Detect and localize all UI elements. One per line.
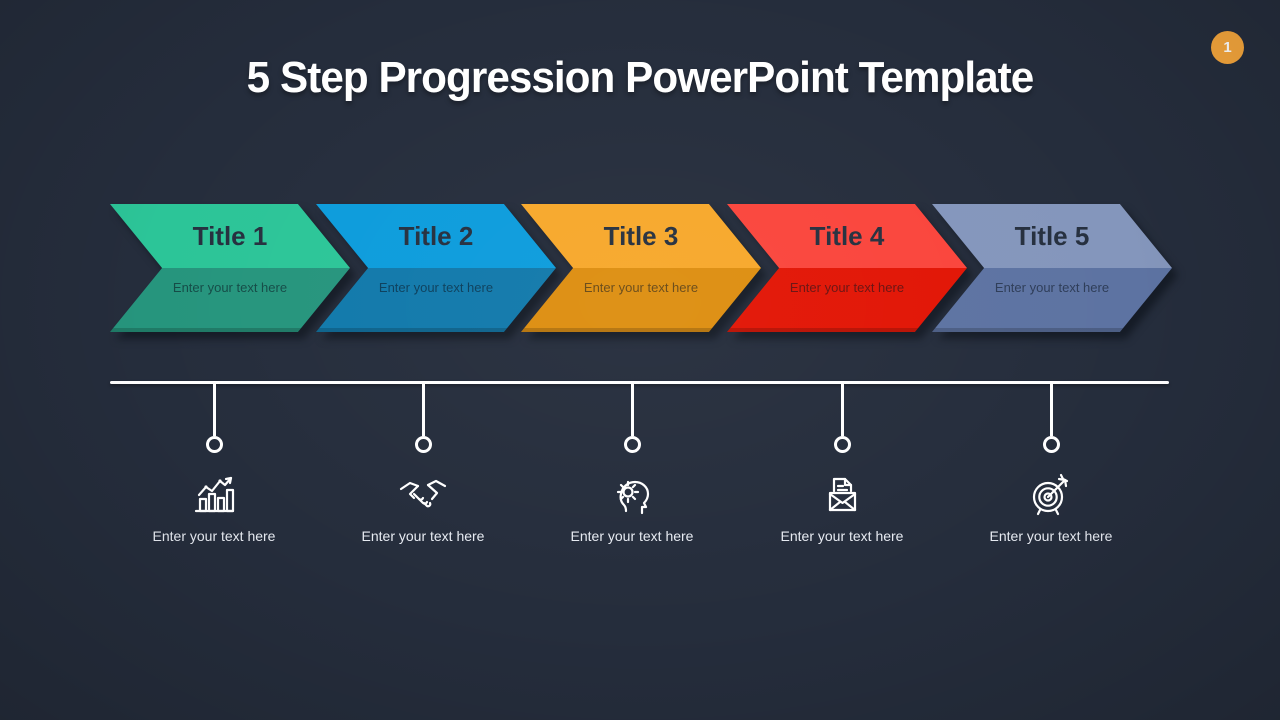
timeline-label[interactable]: Enter your text here bbox=[152, 528, 276, 544]
page-title[interactable]: 5 Step Progression PowerPoint Template bbox=[246, 53, 1035, 102]
step-arrow-2[interactable]: Title 2 Enter your text here bbox=[316, 204, 556, 332]
timeline-label[interactable]: Enter your text here bbox=[361, 528, 485, 544]
chevron-shape: Title 4 Enter your text here bbox=[727, 204, 967, 332]
timeline-drop-line bbox=[421, 383, 425, 436]
mind-gear-icon[interactable] bbox=[608, 469, 656, 517]
step-title: Title 4 bbox=[809, 221, 885, 251]
timeline-label[interactable]: Enter your text here bbox=[570, 528, 694, 544]
timeline-drop-line bbox=[1049, 383, 1053, 436]
step-title: Title 3 bbox=[603, 221, 679, 251]
step-placeholder-text: Enter your text here bbox=[172, 280, 288, 295]
step-arrow-5[interactable]: Title 5 Enter your text here bbox=[932, 204, 1172, 332]
step-placeholder-text: Enter your text here bbox=[378, 280, 494, 295]
timeline-ring bbox=[205, 436, 223, 453]
step-title: Title 1 bbox=[192, 221, 268, 251]
timeline-ring bbox=[414, 436, 432, 453]
handshake-icon[interactable] bbox=[399, 469, 447, 517]
timeline-ring bbox=[623, 436, 641, 453]
timeline-drop-line bbox=[840, 383, 844, 436]
timeline-ring bbox=[1042, 436, 1060, 453]
chevron-shape: Title 3 Enter your text here bbox=[521, 204, 761, 332]
envelope-letter-icon[interactable] bbox=[818, 469, 866, 517]
chevron-shape: Title 5 Enter your text here bbox=[932, 204, 1172, 332]
step-arrow-1[interactable]: Title 1 Enter your text here bbox=[110, 204, 350, 332]
page-number-badge: 1 bbox=[1211, 31, 1244, 64]
step-arrow-4[interactable]: Title 4 Enter your text here bbox=[727, 204, 967, 332]
step-arrow-3[interactable]: Title 3 Enter your text here bbox=[521, 204, 761, 332]
chevron-shape: Title 2 Enter your text here bbox=[316, 204, 556, 332]
step-placeholder-text: Enter your text here bbox=[789, 280, 905, 295]
timeline-drop-line bbox=[212, 383, 216, 436]
timeline-drop-line bbox=[630, 383, 634, 436]
target-arrow-icon[interactable] bbox=[1027, 469, 1075, 517]
timeline-label[interactable]: Enter your text here bbox=[780, 528, 904, 544]
step-title: Title 2 bbox=[398, 221, 474, 251]
step-placeholder-text: Enter your text here bbox=[583, 280, 699, 295]
chevron-shape: Title 1 Enter your text here bbox=[110, 204, 350, 332]
growth-chart-icon[interactable] bbox=[190, 469, 238, 517]
step-placeholder-text: Enter your text here bbox=[994, 280, 1110, 295]
timeline-line bbox=[110, 381, 1169, 384]
timeline-ring bbox=[833, 436, 851, 453]
timeline-label[interactable]: Enter your text here bbox=[989, 528, 1113, 544]
step-title: Title 5 bbox=[1014, 221, 1090, 251]
